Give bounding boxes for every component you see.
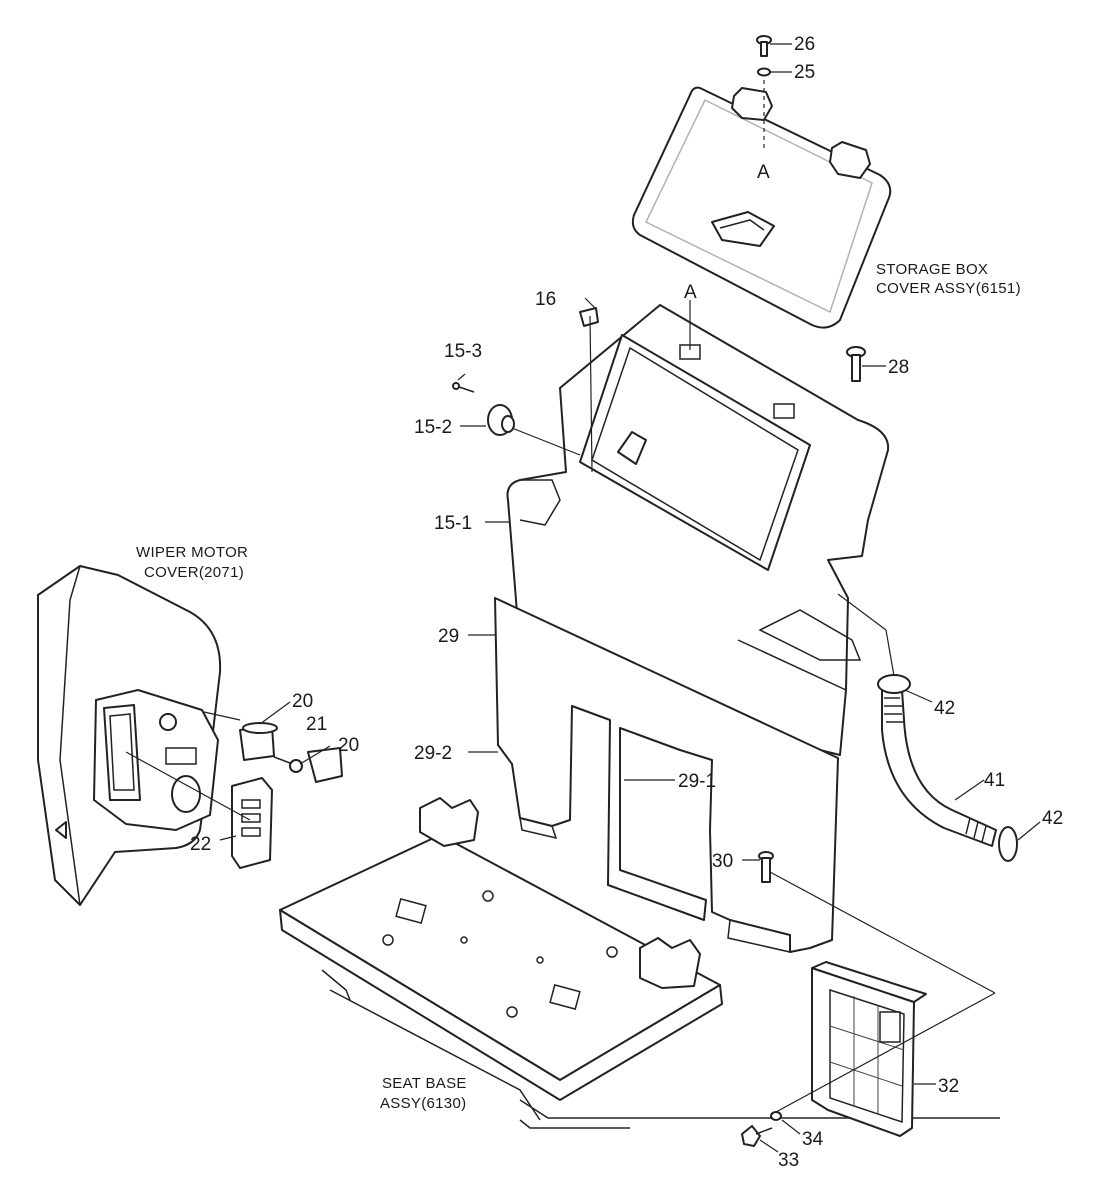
callout-34: 34: [802, 1129, 824, 1150]
clip-16: [579, 307, 599, 327]
callout-16: 16: [535, 289, 556, 310]
wiper-heading-line1: WIPER MOTOR: [136, 544, 248, 561]
callout-20-lower: 20: [338, 735, 359, 756]
callout-15-3: 15-3: [444, 341, 482, 362]
screw-15-3: [452, 382, 475, 393]
grille-32: [811, 961, 927, 1137]
seat-base: [279, 797, 1000, 1129]
seat-heading-line1: SEAT BASE: [382, 1075, 467, 1092]
switch-22: [231, 777, 273, 869]
storage-box-cover: [631, 86, 892, 329]
washer-25: [757, 67, 771, 77]
callout-29-2: 29-2: [414, 743, 452, 764]
axis-15-2: [511, 427, 581, 456]
callout-29: 29: [438, 626, 459, 647]
callout-a-box: A: [684, 282, 697, 303]
bolt-30: [758, 851, 774, 883]
callout-15-2: 15-2: [414, 417, 452, 438]
storage-box-heading-line1: STORAGE BOX: [876, 261, 988, 278]
bracket-plate: [494, 597, 839, 953]
knob-15-2: [487, 404, 515, 436]
bolt-28: [846, 346, 866, 382]
callout-21: 21: [306, 714, 327, 735]
callout-41: 41: [984, 770, 1005, 791]
callout-42-upper: 42: [934, 698, 955, 719]
callout-29-1: 29-1: [678, 771, 716, 792]
wiper-heading-line2: COVER(2071): [144, 564, 244, 581]
duct-41: [881, 689, 997, 847]
wing-screw-33: [741, 1125, 773, 1147]
callout-20-upper: 20: [292, 691, 313, 712]
storage-box-heading-line2: COVER ASSY(6151): [876, 280, 1021, 297]
callout-28: 28: [888, 357, 909, 378]
callout-26: 26: [794, 34, 815, 55]
leader-lines: [125, 43, 1041, 1153]
callout-32: 32: [938, 1076, 959, 1097]
seat-heading-line2: ASSY(6130): [380, 1095, 466, 1112]
callout-30: 30: [712, 851, 733, 872]
wiper-motor-cover: [37, 565, 222, 906]
callout-33: 33: [778, 1150, 799, 1171]
storage-box: [506, 304, 890, 756]
clamp-42-lower: [998, 826, 1018, 862]
bolt-26: [756, 35, 772, 57]
cap-20-upper: [239, 722, 278, 761]
callout-22: 22: [190, 834, 211, 855]
callout-42-lower: 42: [1042, 808, 1063, 829]
screw-21: [273, 756, 303, 773]
callout-a-cover: A: [757, 162, 770, 183]
callout-15-1: 15-1: [434, 513, 472, 534]
cap-20-lower: [307, 747, 343, 783]
callout-25: 25: [794, 62, 815, 83]
washer-34: [770, 1111, 782, 1121]
